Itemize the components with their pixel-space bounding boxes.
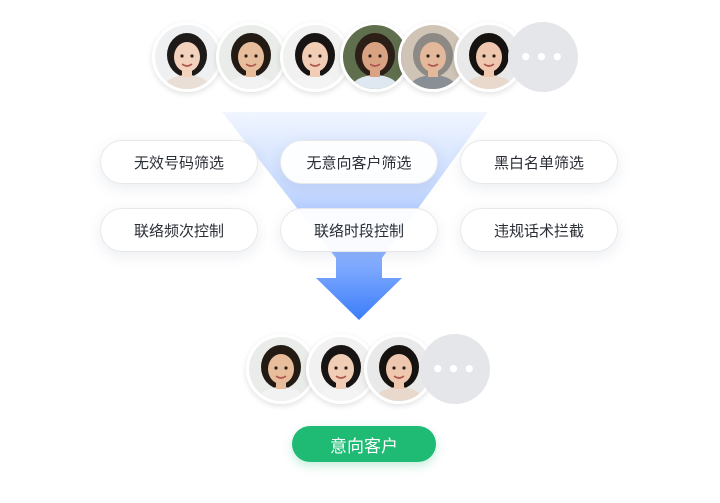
avatar-woman-2 (306, 334, 376, 404)
more-intent-customers-icon: ••• (420, 334, 490, 404)
funnel-arrow (316, 252, 402, 320)
avatar-man-beard (340, 22, 410, 92)
filter-violation-speech: 违规话术拦截 (460, 208, 618, 252)
filter-contact-time-slot: 联络时段控制 (280, 208, 438, 252)
filter-black-white-list: 黑白名单筛选 (460, 140, 618, 184)
avatar-woman-3 (364, 334, 434, 404)
filter-invalid-number: 无效号码筛选 (100, 140, 258, 184)
more-customers-icon: ••• (508, 22, 578, 92)
filter-no-intent-customer: 无意向客户筛选 (280, 140, 438, 184)
avatar-woman-1 (152, 22, 222, 92)
intent-customer-badge: 意向客户 (292, 426, 436, 462)
avatar-man-glasses (246, 334, 316, 404)
avatar-man-glasses (216, 22, 286, 92)
filter-contact-frequency: 联络频次控制 (100, 208, 258, 252)
